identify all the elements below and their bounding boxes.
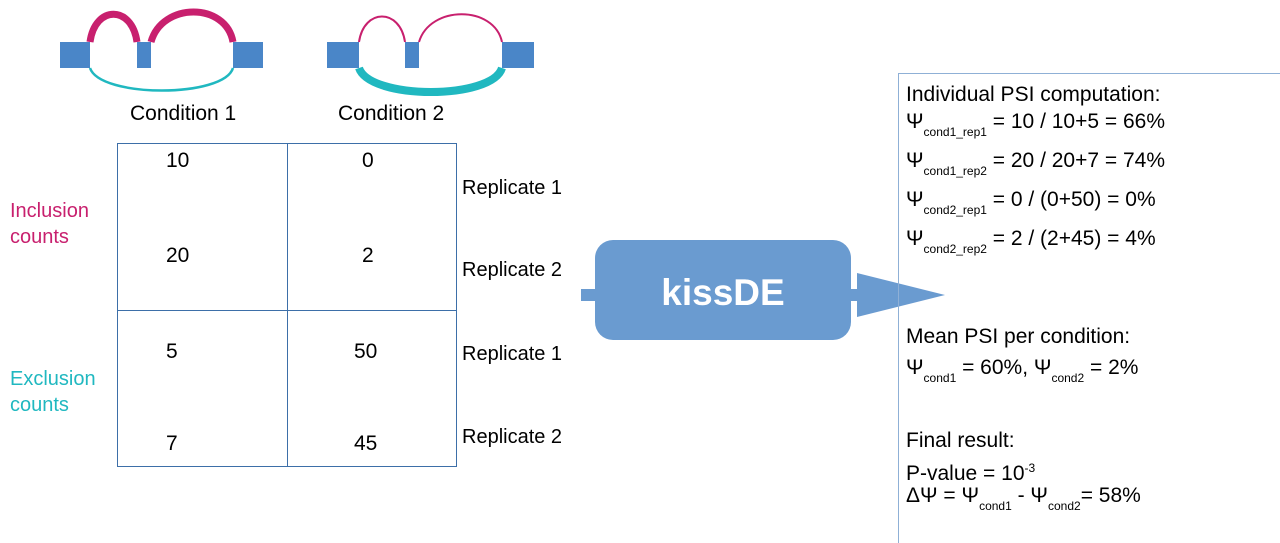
- exon-right: [502, 42, 534, 68]
- splicing-diagrams: [60, 8, 534, 96]
- table-cell: 50: [354, 340, 378, 363]
- table-cell: 45: [354, 432, 378, 455]
- pvalue-row: P-value = 10-3: [906, 456, 1035, 486]
- replicate-label: Replicate 2: [462, 426, 563, 448]
- psi-row: Ψcond2_rep1 = 0 / (0+50) = 0%: [906, 188, 1156, 222]
- table-cell: 20: [166, 244, 190, 267]
- table-cell: 10: [166, 149, 190, 172]
- psi-row: Ψcond1_rep2 = 20 / 20+7 = 74%: [906, 149, 1165, 183]
- table-cell: 2: [362, 244, 374, 267]
- exon-middle: [405, 42, 419, 68]
- mean-psi-row: Ψcond1 = 60%, Ψcond2 = 2%: [906, 356, 1138, 390]
- condition-2-splicing-diagram: [327, 13, 534, 96]
- replicate-label: Replicate 1: [462, 343, 563, 365]
- table-column-divider: [287, 143, 288, 467]
- psi-value: = 2 / (2+45) = 4%: [986, 227, 1156, 250]
- exclusion-counts-label: Exclusion counts: [10, 366, 96, 418]
- psi-subscript: cond2: [1051, 371, 1085, 385]
- table-cell: 5: [166, 340, 178, 363]
- psi-subscript: cond1: [979, 499, 1012, 513]
- pvalue-exponent: -3: [1024, 461, 1036, 475]
- psi-symbol: Ψ: [906, 188, 924, 211]
- exclusion-label-line2: counts: [10, 394, 69, 416]
- psi-value: = 0 / (0+50) = 0%: [986, 188, 1156, 211]
- condition-1-label: Condition 1: [130, 102, 237, 125]
- exclusion-junction-arc: [88, 67, 235, 92]
- delta-psi-row: ΔΨ = Ψcond1 - Ψcond2= 58%: [906, 484, 1141, 518]
- psi-symbol: Ψ: [906, 149, 924, 172]
- delta-prefix: ΔΨ = Ψ: [906, 484, 980, 507]
- psi-symbol: Ψ: [906, 110, 924, 133]
- mean-value: = 60%,: [956, 356, 1034, 379]
- psi-row: Ψcond2_rep2 = 2 / (2+45) = 4%: [906, 227, 1156, 261]
- results-heading-mean: Mean PSI per condition:: [906, 325, 1131, 348]
- inclusion-counts-label: Inclusion counts: [10, 198, 89, 250]
- inclusion-label-line1: Inclusion: [10, 200, 89, 222]
- exon-left: [327, 42, 359, 68]
- output-arrowhead: [857, 273, 945, 317]
- pvalue-text: P-value = 10: [906, 462, 1025, 485]
- table-cell: 7: [166, 432, 178, 455]
- inclusion-junction-arc: [86, 10, 141, 43]
- exon-left: [60, 42, 90, 68]
- condition-2-label: Condition 2: [338, 102, 445, 125]
- psi-subscript: cond1_rep2: [923, 164, 987, 178]
- psi-value: = 10 / 10+5 = 66%: [986, 110, 1165, 133]
- psi-subscript: cond2: [1047, 499, 1081, 513]
- psi-subscript: cond2_rep1: [923, 203, 987, 217]
- replicate-label: Replicate 1: [462, 177, 563, 199]
- psi-subscript: cond1_rep1: [923, 125, 987, 139]
- psi-symbol: Ψ: [906, 227, 924, 250]
- results-panel: [898, 73, 1280, 543]
- inclusion-junction-arc: [418, 13, 503, 43]
- exclusion-label-line1: Exclusion: [10, 368, 96, 390]
- results-heading-final: Final result:: [906, 429, 1015, 452]
- exclusion-junction-arc: [355, 65, 506, 96]
- inclusion-junction-arc: [358, 15, 406, 43]
- condition-1-splicing-diagram: [60, 8, 263, 92]
- results-heading-individual: Individual PSI computation:: [906, 83, 1161, 106]
- exon-right: [233, 42, 263, 68]
- psi-symbol: Ψ: [1033, 356, 1052, 379]
- psi-subscript: cond1: [923, 371, 957, 385]
- delta-mid: - Ψ: [1011, 484, 1048, 507]
- kissde-box: [595, 240, 851, 340]
- psi-symbol: Ψ: [906, 356, 924, 379]
- psi-value: = 20 / 20+7 = 74%: [986, 149, 1165, 172]
- inclusion-junction-arc: [147, 8, 237, 44]
- delta-end: = 58%: [1080, 484, 1141, 507]
- psi-row: Ψcond1_rep1 = 10 / 10+5 = 66%: [906, 110, 1165, 144]
- table-cell: 0: [362, 149, 374, 172]
- inclusion-label-line2: counts: [10, 226, 69, 248]
- mean-value: = 2%: [1084, 356, 1139, 379]
- replicate-label: Replicate 2: [462, 259, 563, 281]
- table-row-divider: [117, 310, 457, 311]
- exon-middle: [137, 42, 151, 68]
- psi-subscript: cond2_rep2: [923, 242, 987, 256]
- kissde-label: kissDE: [661, 272, 785, 313]
